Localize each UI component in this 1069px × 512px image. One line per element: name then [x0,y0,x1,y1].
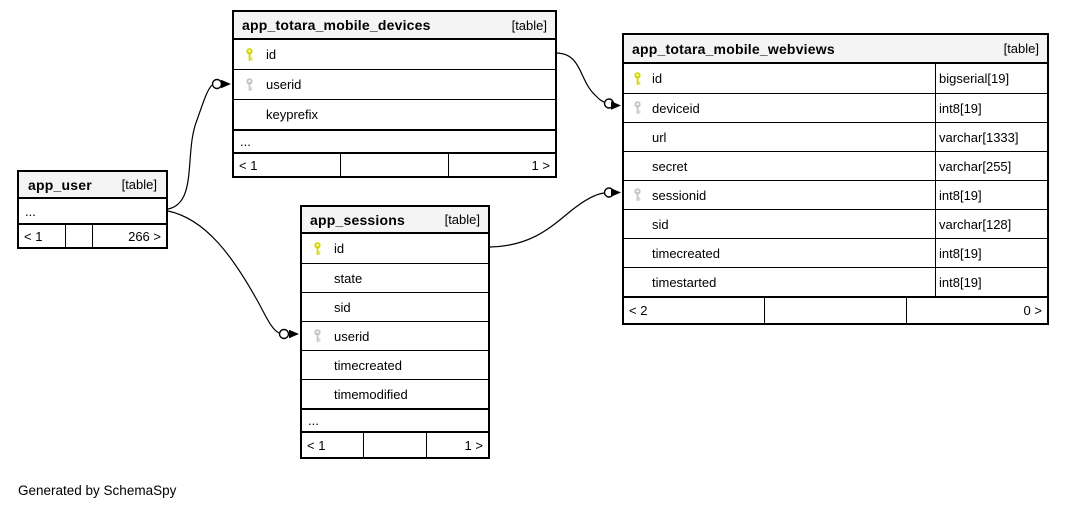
table-tag: [table] [121,177,157,192]
primary-key-icon [302,241,332,257]
footer-spacer [340,154,447,176]
ellipsis-label: ... [308,413,319,428]
table-title[interactable]: app_user [28,176,92,193]
table-tag: [table] [1003,41,1039,56]
table-node-app-sessions[interactable]: app_sessions [table] id state sid userid… [300,205,490,459]
column-type: int8[19] [935,94,1047,122]
column-name: timecreated [652,245,720,261]
column-row-userid: userid [234,69,555,99]
table-footer: < 1 1 > [302,431,488,457]
column-name: timecreated [334,357,402,373]
relation-user-devices [167,78,231,210]
column-row-id: id bigserial[19] [624,64,1047,93]
column-name: userid [334,328,370,344]
primary-key-icon [234,47,264,63]
column-row-sessionid: sessionid int8[19] [624,180,1047,209]
column-type: varchar[128] [935,210,1047,238]
column-name: id [652,71,663,86]
column-name: secret [652,158,688,174]
table-header: app_totara_mobile_webviews [table] [624,35,1047,64]
table-header: app_totara_mobile_devices [table] [234,12,555,40]
footer-children-count: 0 > [905,298,1047,323]
column-name: url [652,129,667,145]
table-footer: < 1 266 > [19,223,166,247]
generator-note: Generated by SchemaSpy [18,483,177,498]
footer-parents-count: < 2 [629,303,648,318]
footer-children-count: 1 > [447,154,555,176]
column-name: timestarted [652,274,717,290]
foreign-key-icon [624,100,650,116]
table-title[interactable]: app_sessions [310,211,405,228]
column-type: varchar[1333] [935,123,1047,151]
column-row-secret: secret varchar[255] [624,151,1047,180]
column-name: sid [334,299,351,315]
column-name: deviceid [652,100,700,116]
column-name: keyprefix [266,107,319,122]
table-tag: [table] [511,17,547,33]
column-row-sid: sid varchar[128] [624,209,1047,238]
column-type: varchar[255] [935,152,1047,180]
column-row-id: id [234,40,555,69]
column-type: int8[19] [935,268,1047,296]
table-tag: [table] [444,212,480,227]
footer-spacer [363,433,425,457]
column-name: id [334,241,345,256]
relation-devices-webviews [556,52,621,110]
column-type: int8[19] [935,239,1047,267]
column-name: timemodified [334,386,408,402]
foreign-key-icon [302,328,332,344]
footer-spacer [64,225,93,247]
foreign-key-icon [234,77,264,93]
foreign-key-icon [624,187,650,203]
column-row-state: state [302,263,488,292]
primary-key-icon [624,71,650,87]
column-row-timestarted: timestarted int8[19] [624,267,1047,296]
table-header: app_sessions [table] [302,207,488,234]
column-row-sid: sid [302,292,488,321]
column-name: sessionid [652,187,707,203]
column-row-url: url varchar[1333] [624,122,1047,151]
footer-parents-count: < 1 [239,157,258,173]
table-footer: < 2 0 > [624,296,1047,323]
column-type: int8[19] [935,181,1047,209]
column-type: bigserial[19] [935,64,1047,93]
relation-user-sessions [167,210,299,340]
columns-ellipsis-row: ... [19,199,166,223]
footer-spacer [764,298,905,323]
table-footer: < 1 1 > [234,152,555,176]
column-name: id [266,47,277,62]
table-title[interactable]: app_totara_mobile_devices [242,17,431,33]
table-node-app-user[interactable]: app_user [table] ... < 1 266 > [17,170,168,249]
footer-parents-count: < 1 [24,228,43,244]
column-name: state [334,270,363,286]
footer-children-count: 1 > [425,433,488,457]
columns-ellipsis-row: ... [234,129,555,152]
columns-ellipsis-row: ... [302,408,488,431]
column-row-userid: userid [302,321,488,350]
table-header: app_user [table] [19,172,166,199]
column-row-timecreated: timecreated int8[19] [624,238,1047,267]
column-row-id: id [302,234,488,263]
column-row-timecreated: timecreated [302,350,488,379]
column-row-deviceid: deviceid int8[19] [624,93,1047,122]
column-name: sid [652,216,669,232]
footer-parents-count: < 1 [307,437,326,453]
column-row-timemodified: timemodified [302,379,488,408]
table-node-app-totara-mobile-webviews[interactable]: app_totara_mobile_webviews [table] id bi… [622,33,1049,325]
column-row-keyprefix: keyprefix [234,99,555,129]
ellipsis-label: ... [240,134,251,149]
column-name: userid [266,77,302,92]
footer-children-count: 266 > [92,225,166,247]
table-node-app-totara-mobile-devices[interactable]: app_totara_mobile_devices [table] id use… [232,10,557,178]
ellipsis-label: ... [25,203,36,219]
table-title[interactable]: app_totara_mobile_webviews [632,40,835,57]
relation-sessions-webviews [489,187,621,248]
